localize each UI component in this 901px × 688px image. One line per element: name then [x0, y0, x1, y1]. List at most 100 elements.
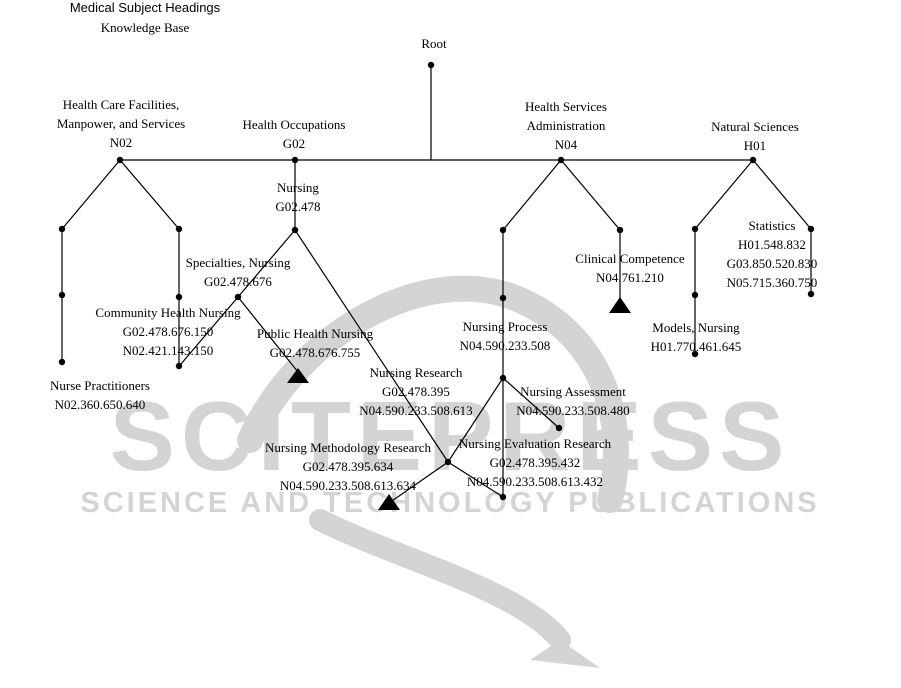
node-process	[499, 374, 507, 382]
edge-process-research	[447, 377, 504, 463]
edge-n02-left	[61, 159, 121, 230]
label-models-line-1: H01.770.461.645	[651, 339, 742, 354]
node-n04	[557, 156, 565, 164]
collapsed-triangle-clinical	[609, 297, 631, 313]
label-n04-line-0: Health Services	[525, 99, 607, 114]
edge-n02-right	[119, 159, 180, 230]
label-public-line-0: Public Health Nursing	[257, 326, 374, 341]
label-g02-line-0: Health Occupations	[243, 117, 346, 132]
header-subtitle: Knowledge Base	[101, 20, 190, 35]
node-h01-left-mid	[691, 291, 699, 299]
label-practitioners-line-0: Nurse Practitioners	[50, 378, 150, 393]
watermark-ribbon	[309, 509, 571, 651]
edge-n04-left	[502, 159, 562, 231]
node-specialties	[234, 293, 242, 301]
label-root-line-0: Root	[421, 36, 447, 51]
node-h01-right	[807, 225, 815, 233]
edge-h01-left	[694, 159, 754, 230]
label-process-line-1: N04.590.233.508	[460, 338, 551, 353]
label-statistics-line-0: Statistics	[749, 218, 796, 233]
label-nursing-line-0: Nursing	[277, 180, 319, 195]
edge-research-methodology	[388, 461, 449, 504]
node-n02-left-mid	[58, 291, 66, 299]
node-n04-left-mid	[499, 294, 507, 302]
label-n02-line-1: Manpower, and Services	[57, 116, 185, 131]
node-research	[444, 458, 452, 466]
label-public-line-1: G02.478.676.755	[270, 345, 361, 360]
edge-nursing-specialties	[237, 229, 296, 298]
label-statistics-line-2: G03.850.520.830	[727, 256, 818, 271]
collapsed-triangle-public-health	[287, 368, 309, 383]
watermark-tagline: SCIENCE AND TECHNOLOGY PUBLICATIONS	[80, 487, 819, 519]
node-n02-right	[175, 225, 183, 233]
node-practitioners	[58, 358, 66, 366]
label-evaluation-line-1: G02.478.395.432	[490, 455, 581, 470]
label-community-line-0: Community Health Nursing	[95, 305, 241, 320]
edge-nursing-research	[294, 229, 449, 463]
label-research-line-0: Nursing Research	[370, 365, 463, 380]
label-statistics-line-3: N05.715.360.750	[727, 275, 818, 290]
label-specialties-line-1: G02.478.676	[204, 274, 272, 289]
edge-process-assessment	[502, 377, 560, 429]
label-methodology-line-0: Nursing Methodology Research	[265, 440, 432, 455]
collapsed-markers	[287, 297, 631, 510]
label-nursing-line-1: G02.478	[275, 199, 320, 214]
node-n02	[116, 156, 124, 164]
node-n02-right-mid	[175, 293, 183, 301]
edge-specialties-community	[180, 296, 239, 365]
label-n04-line-1: Administration	[527, 118, 606, 133]
watermark-swirl	[237, 275, 629, 513]
label-statistics-line-1: H01.548.832	[738, 237, 806, 252]
label-methodology-line-2: N04.590.233.508.613.634	[280, 478, 417, 493]
watermark-ribbon-tail	[530, 640, 600, 668]
label-n02-line-0: Health Care Facilities,	[63, 97, 180, 112]
label-assessment-line-0: Nursing Assessment	[520, 384, 626, 399]
collapsed-triangle-methodology	[378, 494, 400, 510]
label-n04-line-2: N04	[555, 137, 578, 152]
label-evaluation-line-2: N04.590.233.508.613.432	[467, 474, 603, 489]
edge-n04-right	[560, 159, 621, 231]
label-specialties-line-0: Specialties, Nursing	[186, 255, 291, 270]
label-research-line-1: G02.478.395	[382, 384, 450, 399]
label-methodology-line-1: G02.478.395.634	[303, 459, 394, 474]
node-community-end	[175, 362, 183, 370]
node-clinical	[616, 226, 624, 234]
node-nursing	[291, 226, 299, 234]
label-community-line-2: N02.421.143.150	[123, 343, 214, 358]
watermark: SCITEPRESS SCIENCE AND TECHNOLOGY PUBLIC…	[80, 275, 819, 668]
label-community-line-1: G02.478.676.150	[123, 324, 214, 339]
label-clinical-line-0: Clinical Competence	[575, 251, 685, 266]
label-assessment-line-1: N04.590.233.508.480	[516, 403, 629, 418]
node-g02	[291, 156, 299, 164]
label-clinical-line-1: N04.761.210	[596, 270, 664, 285]
label-n02-line-2: N02	[110, 135, 132, 150]
header-title: Medical Subject Headings	[70, 0, 221, 15]
node-h01-left	[691, 225, 699, 233]
node-assessment	[555, 424, 563, 432]
node-statistics-end	[807, 290, 815, 298]
node-models-end	[691, 350, 699, 358]
node-h01	[749, 156, 757, 164]
tree-nodes	[58, 61, 815, 501]
label-models-line-0: Models, Nursing	[652, 320, 740, 335]
label-root: Root	[421, 36, 447, 51]
node-n04-left	[499, 226, 507, 234]
label-h01-line-0: Natural Sciences	[711, 119, 799, 134]
watermark-word: SCITEPRESS	[110, 381, 791, 491]
